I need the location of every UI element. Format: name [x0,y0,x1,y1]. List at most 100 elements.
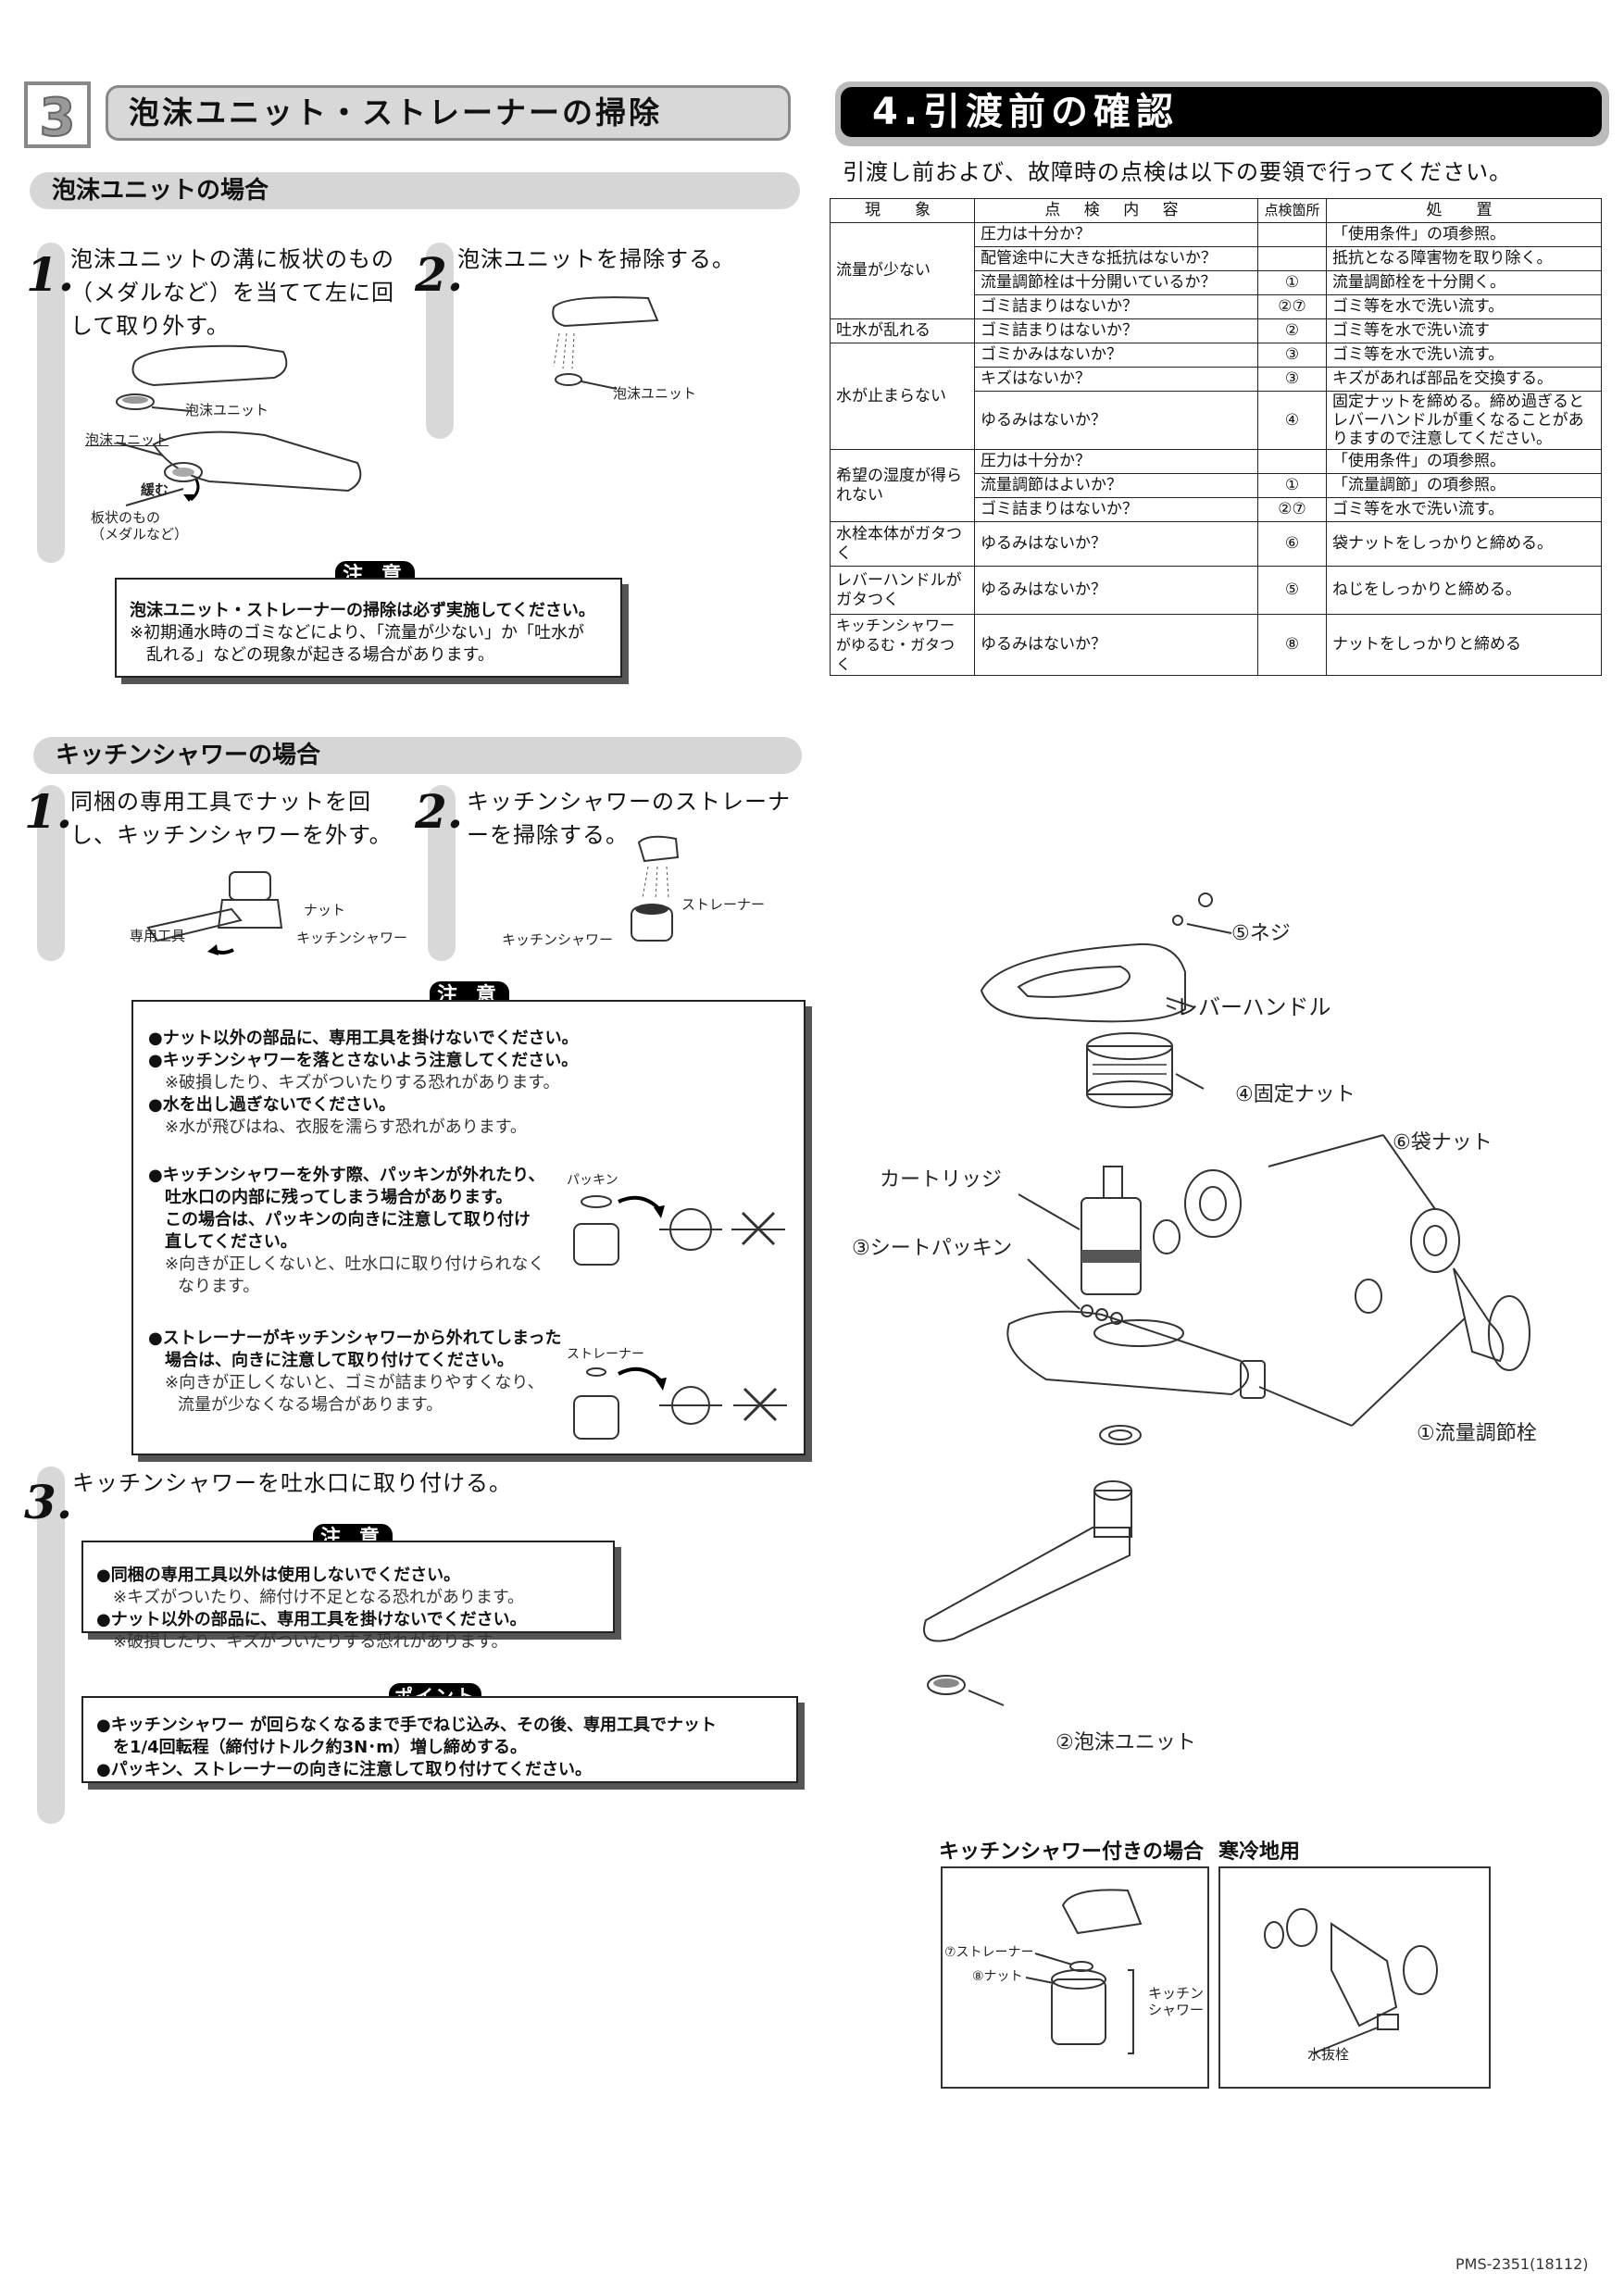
symptom-cell: 流量が少ない [830,222,975,319]
location-cell: ②⑦ [1257,497,1327,522]
label-tool: 専用工具 [130,928,186,944]
caution-box: ●ナット以外の部品に、専用工具を掛けないでください。 ●キッチンシャワーを落とさ… [131,1000,806,1455]
caution-line: ●水を出し過ぎないでください。 [148,1095,396,1115]
strainer-orientation-illustration [573,1366,787,1440]
label-foam-unit: 泡沫ユニット [85,431,169,448]
caution-note: ※初期通水時のゴミなどにより、「流量が少ない」か「吐水が [130,623,584,643]
table-row: 吐水が乱れる ゴミ詰まりはないか？ ② ゴミ等を水で洗い流す [830,318,1602,343]
part-label-bag-nut: ⑥袋ナット [1393,1131,1493,1154]
action-cell: ねじをしっかりと締める。 [1326,566,1602,615]
section4-intro: 引渡し前および、故障時の点検は以下の要領で行ってください。 [843,159,1513,185]
action-cell: ゴミ等を水で洗い流す [1326,318,1602,343]
caution-note: ※水が飛びはね、衣服を濡らす恐れがあります。 [165,1117,527,1137]
table-row: 水栓本体がガタつく ゆるみはないか？ ⑥ 袋ナットをしっかりと締める。 [830,521,1602,567]
location-cell: ⑧ [1257,614,1327,676]
caution-note: ※破損したり、キズがついたりする恐れがあります。 [165,1073,560,1092]
step-number: 1. [24,784,73,839]
part-label-foam-unit: ②泡沫ユニット [1056,1731,1196,1754]
step-number: 1. [26,247,75,302]
check-cell: 圧力は十分か？ [974,449,1258,474]
step-text: 泡沫ユニットの溝に板状のもの（メダルなど）を当てて左に回して取り外す。 [70,246,394,339]
table-row: 水が止まらない ゴミかみはないか？ ③ ゴミ等を水で洗い流す。 [830,343,1602,450]
check-cell: ゴミ詰まりはないか？ [974,318,1258,343]
part-label-screw: ⑤ネジ [1231,922,1291,945]
action-cell: ゴミ等を水で洗い流す。 [1326,497,1602,522]
location-cell: ① [1257,473,1327,498]
symptom-cell: 水が止まらない [830,343,975,450]
section3-title: 泡沫ユニット・ストレーナーの掃除 [106,85,791,141]
caution-box: 泡沫ユニット・ストレーナーの掃除は必ず実施してください。 ※初期通水時のゴミなど… [115,578,622,678]
label-kitchen-shower: キッチンシャワー [502,931,614,948]
step-number: 3. [24,1475,73,1529]
caution-note: 乱れる」などの現象が起きる場合があります。 [146,645,494,665]
caution-line: ●ナット以外の部品に、専用工具を掛けないでください。 [96,1610,527,1629]
check-cell: 圧力は十分か？ [974,222,1258,247]
caution-line: 場合は、向きに注意して取り付けてください。 [165,1351,514,1370]
kitchen-shower-inset-illustration [1025,1889,1143,2054]
section4-title-bar: 4.引渡前の確認 [835,81,1609,146]
packing-orientation-illustration [573,1195,785,1266]
table-row: キッチンシャワーがゆるむ・ガタつく ゆるみはないか？ ⑧ ナットをしっかりと締め… [830,614,1602,676]
point-line: ●パッキン、ストレーナーの向きに注意して取り付けてください。 [96,1760,593,1779]
inset-cold-region: 水抜栓 [1218,1866,1491,2089]
action-cell: 固定ナットを締める。締め過ぎるとレバーハンドルが重くなることがありますので注意し… [1326,391,1602,450]
part-label-cartridge: カートリッジ [880,1168,1003,1192]
table-row: 希望の湿度が得られない 圧力は十分か？ 「使用条件」の項参照。 [830,449,1602,522]
caution-line: ●ナット以外の部品に、専用工具を掛けないでください。 [148,1029,579,1048]
exploded-parts-diagram [923,892,1530,1706]
step-text: キッチンシャワーのストレーナーを掃除する。 [467,789,791,848]
caution-line: ●キッチンシャワーを外す際、パッキンが外れたり、 [148,1166,545,1185]
check-cell: 流量調節栓は十分開いているか？ [974,270,1258,295]
action-cell: 「使用条件」の項参照。 [1326,222,1602,247]
step-text: キッチンシャワーを吐水口に取り付ける。 [72,1470,512,1496]
symptom-cell: 水栓本体がガタつく [830,521,975,567]
step-bar [37,785,65,961]
location-cell: ② [1257,318,1327,343]
table-row: レバーハンドルがガタつく ゆるみはないか？ ⑤ ねじをしっかりと締める。 [830,566,1602,615]
table-row: 流量が少ない 圧力は十分か？ 「使用条件」の項参照。 [830,222,1602,319]
part-label-lever: レバーハンドル [1176,994,1331,1020]
step-bar [37,243,65,563]
check-cell: ゆるみはないか？ [974,391,1258,450]
column-header: 点検箇所 [1257,198,1327,223]
symptom-cell: キッチンシャワーがゆるむ・ガタつく [830,614,975,676]
check-cell: 流量調節はよいか？ [974,473,1258,498]
column-header: 処 置 [1326,198,1602,223]
location-cell: ⑥ [1257,521,1327,567]
document-code: PMS-2351(18112) [1455,2255,1589,2273]
action-cell: ナットをしっかりと締める [1326,614,1602,676]
step-text: 同梱の専用工具でナットを回し、キッチンシャワーを外す。 [70,789,393,848]
strainer-clean-illustration [631,835,680,942]
step-bar [426,243,454,439]
caution-note: ※向きが正しくないと、吐水口に取り付けられなく [165,1254,545,1274]
inset-label-kitchen: キッチン [1148,1985,1205,2002]
part-label-seat-packing: ③シートパッキン [852,1237,1013,1260]
location-cell [1257,246,1327,271]
inspection-table: 現 象 点 検 内 容 点検箇所 処 置 流量が少ない 圧力は十分か？ 「使用条… [830,198,1602,676]
check-cell: キズはないか？ [974,367,1258,392]
action-cell: 袋ナットをしっかりと締める。 [1326,521,1602,567]
section-number: 3 [24,81,91,149]
point-line: ●キッチンシャワー が回らなくなるまで手でねじ込み、その後、専用工具でナット [96,1716,717,1735]
point-line: を1/4回転程（締付けトルク約3N･m）増し締めする。 [113,1738,527,1757]
caution-line: ●同梱の専用工具以外は使用しないでください。 [96,1566,461,1585]
check-cell: ゴミ詰まりはないか？ [974,497,1258,522]
inset-label-shower: シャワー [1148,2002,1205,2018]
step-bar [428,785,456,961]
action-cell: 流量調節栓を十分開く。 [1326,270,1602,295]
part-label-fixed-nut: ④固定ナット [1235,1083,1355,1106]
label-foam-unit: 泡沫ユニット [613,385,697,402]
label-strainer: ストレーナー [681,896,766,913]
step-bar [37,1466,65,1824]
table-row: 配管途中に大きな抵抗はないか？ 抵抗となる障害物を取り除く。 [831,246,1602,271]
inset-label-nut: ⑧ナット [972,1969,1023,1984]
action-cell: 抵抗となる障害物を取り除く。 [1326,246,1602,271]
inset-title-cold-region: 寒冷地用 [1218,1841,1301,1864]
action-cell: ゴミ等を水で洗い流す。 [1326,294,1602,319]
cold-region-inset-illustration [1264,1908,1438,2054]
table-row: ゴミ詰まりはないか？ ②⑦ ゴミ等を水で洗い流す。 [831,294,1602,319]
section4-title: 4.引渡前の確認 [841,87,1602,137]
caution-line: 吐水口の内部に残ってしまう場合があります。 [165,1188,513,1207]
step-number: 2. [415,784,464,839]
check-cell: ゴミかみはないか？ [974,343,1258,368]
